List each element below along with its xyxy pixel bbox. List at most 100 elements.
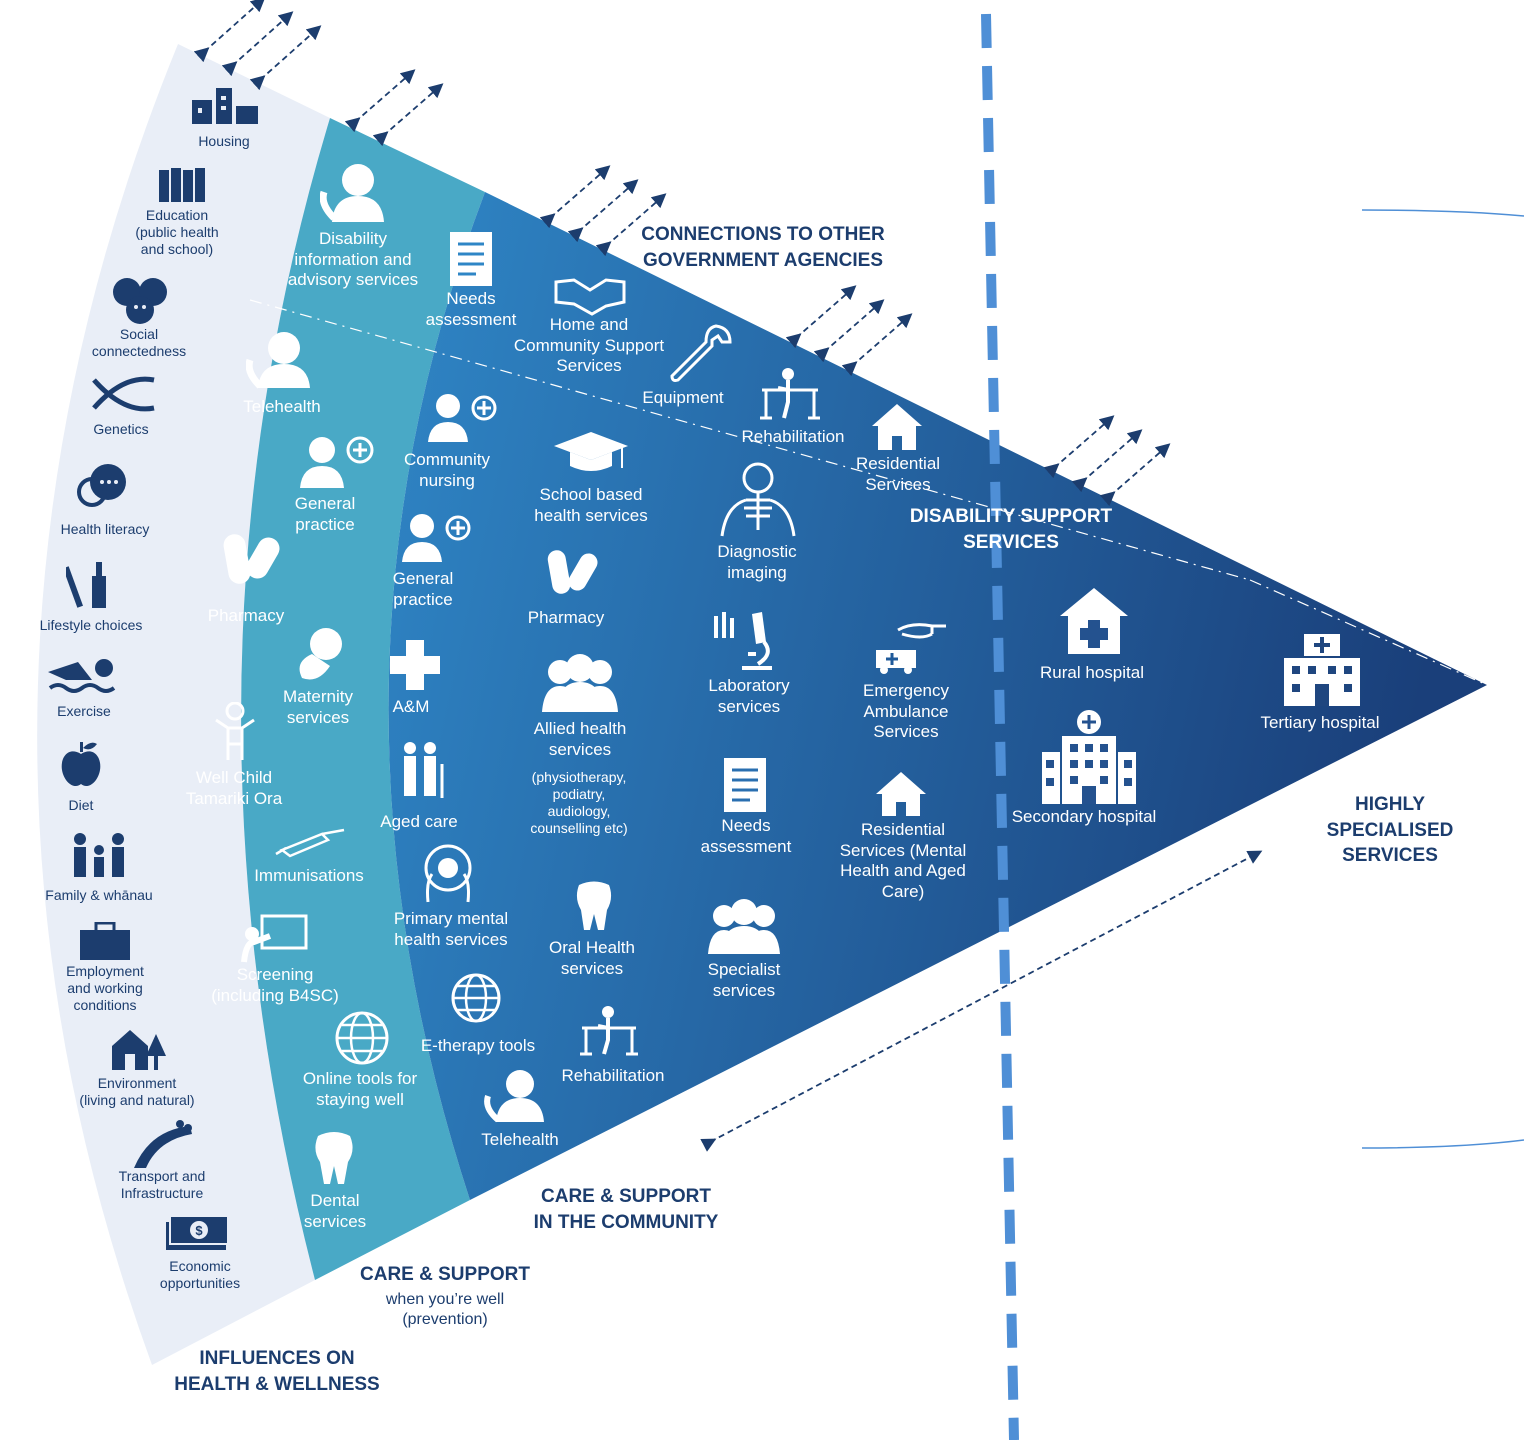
community-rehabilitation: Rehabilitation	[561, 1066, 665, 1085]
prevention-pharmacy: Pharmacy	[207, 606, 285, 625]
presentation-icon	[241, 914, 308, 963]
influence-health-literacy: Health literacy	[60, 521, 150, 537]
community-primary-mental-health: Primary mental health services	[393, 909, 509, 949]
heads-icon	[424, 844, 472, 903]
influence-education: Education (public health and school)	[135, 207, 219, 258]
banknote-icon: $	[166, 1215, 229, 1250]
influence-environment: Environment (living and natural)	[79, 1075, 195, 1109]
community-allied-health-detail: (physiotherapy, podiatry, audiology, cou…	[530, 769, 628, 837]
arc-line-bottom	[1361, 1139, 1524, 1149]
family-icon	[74, 833, 124, 877]
road-icon	[134, 1120, 192, 1168]
community-residential-mental-aged: Residential Services (Mental Health and …	[839, 820, 967, 902]
prevention-immunisations: Immunisations	[254, 866, 364, 885]
person-phone-icon	[484, 1070, 544, 1123]
document-icon	[450, 232, 492, 286]
microscope-icon	[714, 612, 772, 670]
fetus-icon	[299, 628, 342, 680]
person-phone-icon	[246, 332, 310, 389]
wrench-icon	[670, 324, 732, 382]
heading-influences: INFLUENCES ON HEALTH & WELLNESS	[174, 1348, 380, 1395]
community-pharmacy: Pharmacy	[527, 608, 605, 627]
heading-care-when-well: CARE & SUPPORT	[360, 1264, 530, 1285]
pill-icon	[223, 534, 280, 584]
influence-housing: Housing	[198, 133, 250, 149]
rehab-icon	[580, 1006, 638, 1056]
separator-line-2	[1249, 579, 1488, 686]
prevention-telehealth: Telehealth	[243, 397, 321, 416]
specialised-tertiary-hospital: Tertiary hospital	[1260, 713, 1380, 732]
disability-home-community: Home and Community Support Services	[513, 315, 665, 376]
rehab-icon	[760, 368, 820, 420]
prevention-band	[241, 118, 485, 1280]
prevention-dental: Dental services	[303, 1191, 367, 1231]
house-icon	[876, 772, 926, 816]
community-e-therapy: E-therapy tools	[420, 1036, 536, 1055]
disability-rehabilitation: Rehabilitation	[741, 427, 845, 446]
graduation-cap-icon	[554, 432, 628, 471]
globe-icon	[335, 1011, 389, 1065]
doctor-icon	[300, 436, 374, 488]
heading-highly-specialised: HIGHLY SPECIALISED SERVICES	[1326, 794, 1454, 867]
house-tree-icon	[112, 1030, 166, 1070]
community-school-based: School based health services	[534, 485, 648, 525]
group-icon	[542, 654, 618, 712]
prevention-general-practice: General practice	[294, 494, 356, 534]
vertical-divider	[981, 13, 1019, 1440]
prevention-maternity: Maternity services	[283, 687, 353, 727]
influence-family: Family & whānau	[45, 887, 153, 903]
community-emergency-ambulance: Emergency Ambulance Services	[863, 681, 949, 742]
community-needs-assessment: Needs assessment	[700, 816, 792, 856]
doctor-icon	[428, 394, 497, 442]
briefcase-icon	[80, 922, 130, 960]
hospital-icon	[1284, 634, 1360, 706]
community-telehealth: Telehealth	[481, 1130, 559, 1149]
cigarette-bottle-icon	[66, 562, 106, 608]
group-icon	[708, 899, 780, 954]
community-allied-health: Allied health services	[533, 719, 627, 759]
community-aged-care: Aged care	[380, 812, 458, 831]
disability-residential: Residential Services	[855, 454, 941, 494]
influence-employment: Employment and working conditions	[66, 963, 144, 1014]
dna-icon	[92, 376, 155, 412]
prevention-screening: Screening (including B4SC)	[211, 965, 339, 1005]
influence-exercise: Exercise	[57, 703, 111, 719]
elderly-icon	[404, 742, 444, 798]
speech-bubble-icon	[77, 464, 126, 507]
syringe-icon	[275, 828, 345, 858]
ambulance-icon	[876, 623, 946, 674]
tooth-icon	[576, 881, 612, 930]
books-icon	[159, 168, 205, 202]
prevention-disability-info: Disability information and advisory serv…	[287, 229, 419, 290]
apple-icon	[61, 742, 101, 787]
specialised-secondary-hospital: Secondary hospital	[1011, 807, 1157, 826]
community-general-practice: General practice	[392, 569, 454, 609]
person-phone-icon	[320, 164, 384, 222]
specialised-rural-hospital: Rural hospital	[1040, 663, 1144, 682]
handshake-icon	[554, 278, 626, 316]
community-laboratory: Laboratory services	[708, 676, 790, 716]
prevention-well-child: Well Child Tamariki Ora	[185, 768, 283, 808]
influence-economic: Economic opportunities	[159, 1258, 241, 1292]
influence-transport: Transport and Infrastructure	[118, 1168, 206, 1202]
document-icon	[724, 758, 766, 812]
heading-care-when-well-sub: when you’re well (prevention)	[385, 1291, 505, 1328]
separator-line-1	[249, 299, 1251, 581]
svg-text:$: $	[195, 1223, 203, 1238]
heading-disability-support: DISABILITY SUPPORT SERVICES	[909, 506, 1113, 553]
influence-genetics: Genetics	[93, 421, 149, 437]
community-am: A&M	[392, 697, 430, 716]
arc-line-top	[1361, 209, 1524, 217]
disability-equipment: Equipment	[642, 388, 724, 407]
doctor-icon	[402, 514, 471, 562]
disability-needs-assessment: Needs assessment	[425, 289, 517, 329]
cross-icon	[390, 640, 440, 690]
tooth-icon	[315, 1132, 353, 1184]
house-icon	[872, 404, 922, 450]
globe-icon	[451, 973, 501, 1023]
buildings-icon	[192, 88, 258, 124]
connection-arrows	[193, 0, 1263, 1152]
influence-diet: Diet	[68, 797, 94, 813]
community-specialist: Specialist services	[707, 960, 781, 1000]
